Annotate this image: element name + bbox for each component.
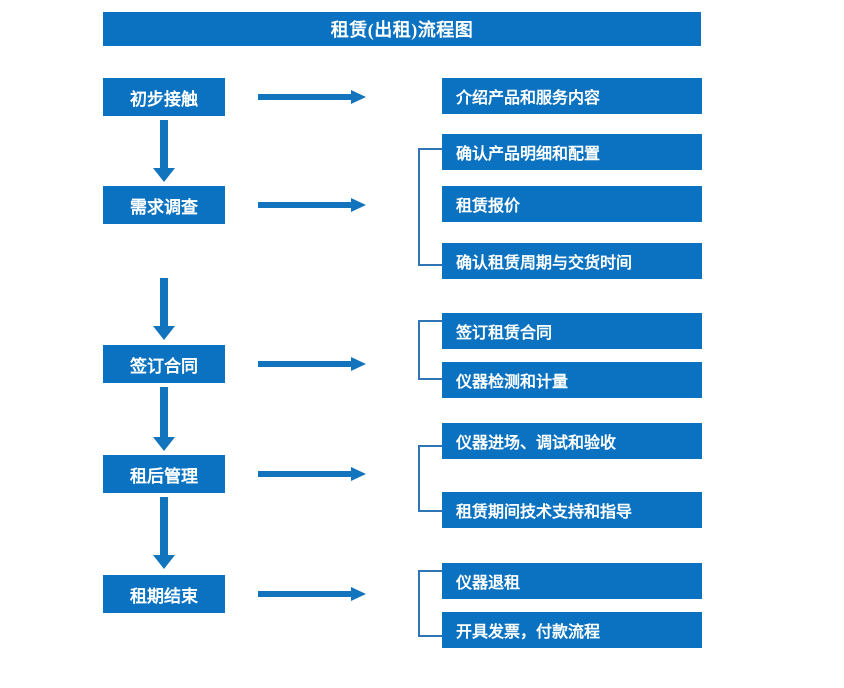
detail-box-确认产品明细和配置[interactable]: 确认产品明细和配置 bbox=[442, 134, 702, 170]
right-arrow-icon-1 bbox=[258, 88, 366, 106]
down-arrow-icon-1 bbox=[153, 120, 175, 182]
detail-box-仪器进场调试和验收[interactable]: 仪器进场、调试和验收 bbox=[442, 423, 702, 459]
stage-box-初步接触[interactable]: 初步接触 bbox=[103, 78, 225, 116]
right-arrow-icon-3 bbox=[258, 355, 366, 373]
stage-box-签订合同[interactable]: 签订合同 bbox=[103, 345, 225, 383]
diagram-title: 租赁(出租)流程图 bbox=[103, 12, 701, 46]
detail-box-开具发票付款流程[interactable]: 开具发票，付款流程 bbox=[442, 612, 702, 648]
bracket-icon-needs-group bbox=[418, 148, 442, 266]
stage-box-租后管理[interactable]: 租后管理 bbox=[103, 455, 225, 493]
bracket-icon-postrental-group bbox=[418, 445, 442, 512]
detail-box-介绍产品和服务内容[interactable]: 介绍产品和服务内容 bbox=[442, 78, 702, 114]
right-arrow-icon-5 bbox=[258, 585, 366, 603]
stage-box-租期结束[interactable]: 租期结束 bbox=[103, 575, 225, 613]
detail-box-租赁报价[interactable]: 租赁报价 bbox=[442, 186, 702, 222]
detail-box-签订租赁合同[interactable]: 签订租赁合同 bbox=[442, 313, 702, 349]
detail-box-租赁期间技术支持和指导[interactable]: 租赁期间技术支持和指导 bbox=[442, 492, 702, 528]
right-arrow-icon-2 bbox=[258, 196, 366, 214]
down-arrow-icon-3 bbox=[153, 387, 175, 451]
down-arrow-icon-4 bbox=[153, 497, 175, 569]
bracket-icon-contract-group bbox=[418, 320, 442, 380]
down-arrow-icon-2 bbox=[153, 278, 175, 340]
detail-box-仪器检测和计量[interactable]: 仪器检测和计量 bbox=[442, 362, 702, 398]
detail-box-确认租赁周期与交货时间[interactable]: 确认租赁周期与交货时间 bbox=[442, 243, 702, 279]
bracket-icon-end-group bbox=[418, 570, 442, 637]
stage-box-需求调查[interactable]: 需求调查 bbox=[103, 186, 225, 224]
detail-box-仪器退租[interactable]: 仪器退租 bbox=[442, 563, 702, 599]
right-arrow-icon-4 bbox=[258, 465, 366, 483]
